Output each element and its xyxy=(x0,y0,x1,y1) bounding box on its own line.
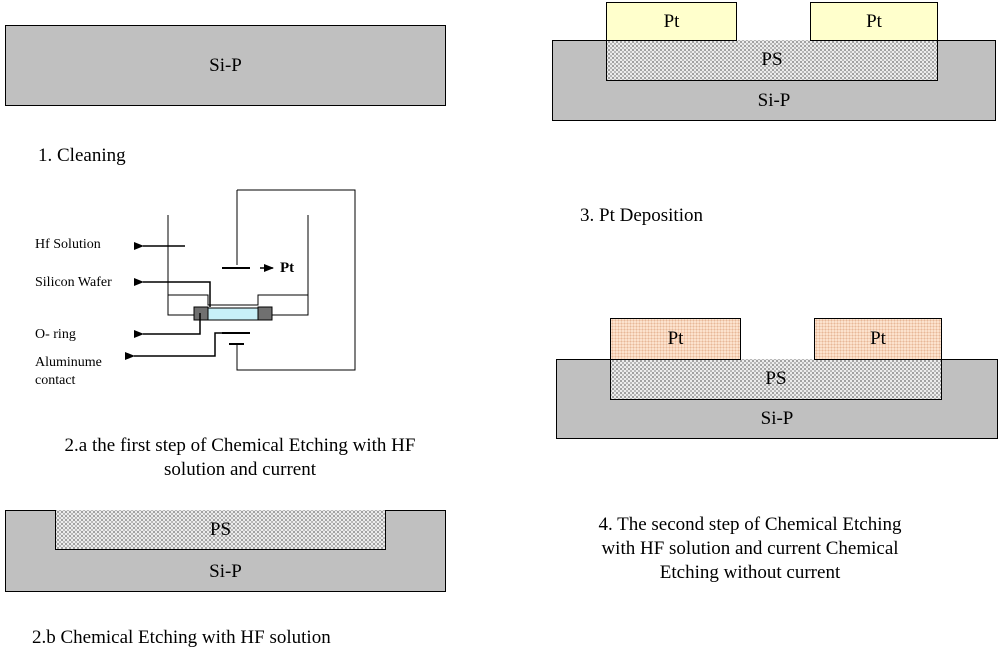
aluminum-contact-arrow xyxy=(125,332,222,360)
step2b-caption: 2.b Chemical Etching with HF solution xyxy=(32,627,331,648)
step4-caption-line3: Etching without current xyxy=(659,562,841,583)
o-ring-label: O- ring xyxy=(35,327,76,342)
step4-pt-right-label: Pt xyxy=(870,328,886,349)
step2b-si-label: Si-P xyxy=(209,561,242,582)
step2a-caption-line2: solution and current xyxy=(164,459,316,480)
step1-si-label: Si-P xyxy=(209,54,242,76)
circuit-wire xyxy=(236,189,356,371)
step1-si-substrate: Si-P xyxy=(5,25,446,106)
step4-caption-line1: 4. The second step of Chemical Etching xyxy=(598,514,902,535)
o-ring-left xyxy=(193,306,209,321)
step4-pt-left: Pt xyxy=(610,318,741,360)
step2b-ps-layer: PS xyxy=(55,510,386,550)
pt-label: Pt xyxy=(280,260,295,276)
aluminum-contact-label-line2: contact xyxy=(35,373,76,388)
step3-ps-layer: PS xyxy=(606,40,938,81)
silicon-wafer xyxy=(207,307,259,321)
step3-ps-label: PS xyxy=(761,49,783,70)
step4-pt-left-label: Pt xyxy=(667,328,684,349)
o-ring-arrow xyxy=(134,313,201,338)
silicon-wafer-arrow xyxy=(134,278,211,307)
step4-caption-line2: with HF solution and current Chemical xyxy=(601,538,899,559)
step3-pt-right-label: Pt xyxy=(866,10,882,32)
step4-pt-right: Pt xyxy=(814,318,942,360)
step3-pt-left-label: Pt xyxy=(663,10,680,32)
step4-si-label: Si-P xyxy=(760,408,794,429)
step1-caption: 1. Cleaning xyxy=(38,145,126,166)
step4-ps-layer: PS xyxy=(610,359,942,400)
step4-caption: 4. The second step of Chemical Etching w… xyxy=(540,513,960,585)
step2a-caption: 2.a the first step of Chemical Etching w… xyxy=(0,434,480,482)
step4-ps-label: PS xyxy=(765,368,787,389)
step2a-caption-line1: 2.a the first step of Chemical Etching w… xyxy=(64,435,416,456)
step3-pt-left: Pt xyxy=(606,2,737,41)
aluminum-contact-label-line1: Aluminume xyxy=(35,355,102,370)
etching-cell-diagram xyxy=(125,189,356,371)
o-ring-right xyxy=(257,306,273,321)
step3-si-label: Si-P xyxy=(757,90,791,111)
silicon-wafer-label: Silicon Wafer xyxy=(35,275,112,290)
hf-solution-label: Hf Solution xyxy=(35,237,101,252)
step2b-ps-label: PS xyxy=(209,518,232,540)
step3-caption: 3. Pt Deposition xyxy=(580,205,703,226)
step3-pt-right: Pt xyxy=(810,2,938,41)
